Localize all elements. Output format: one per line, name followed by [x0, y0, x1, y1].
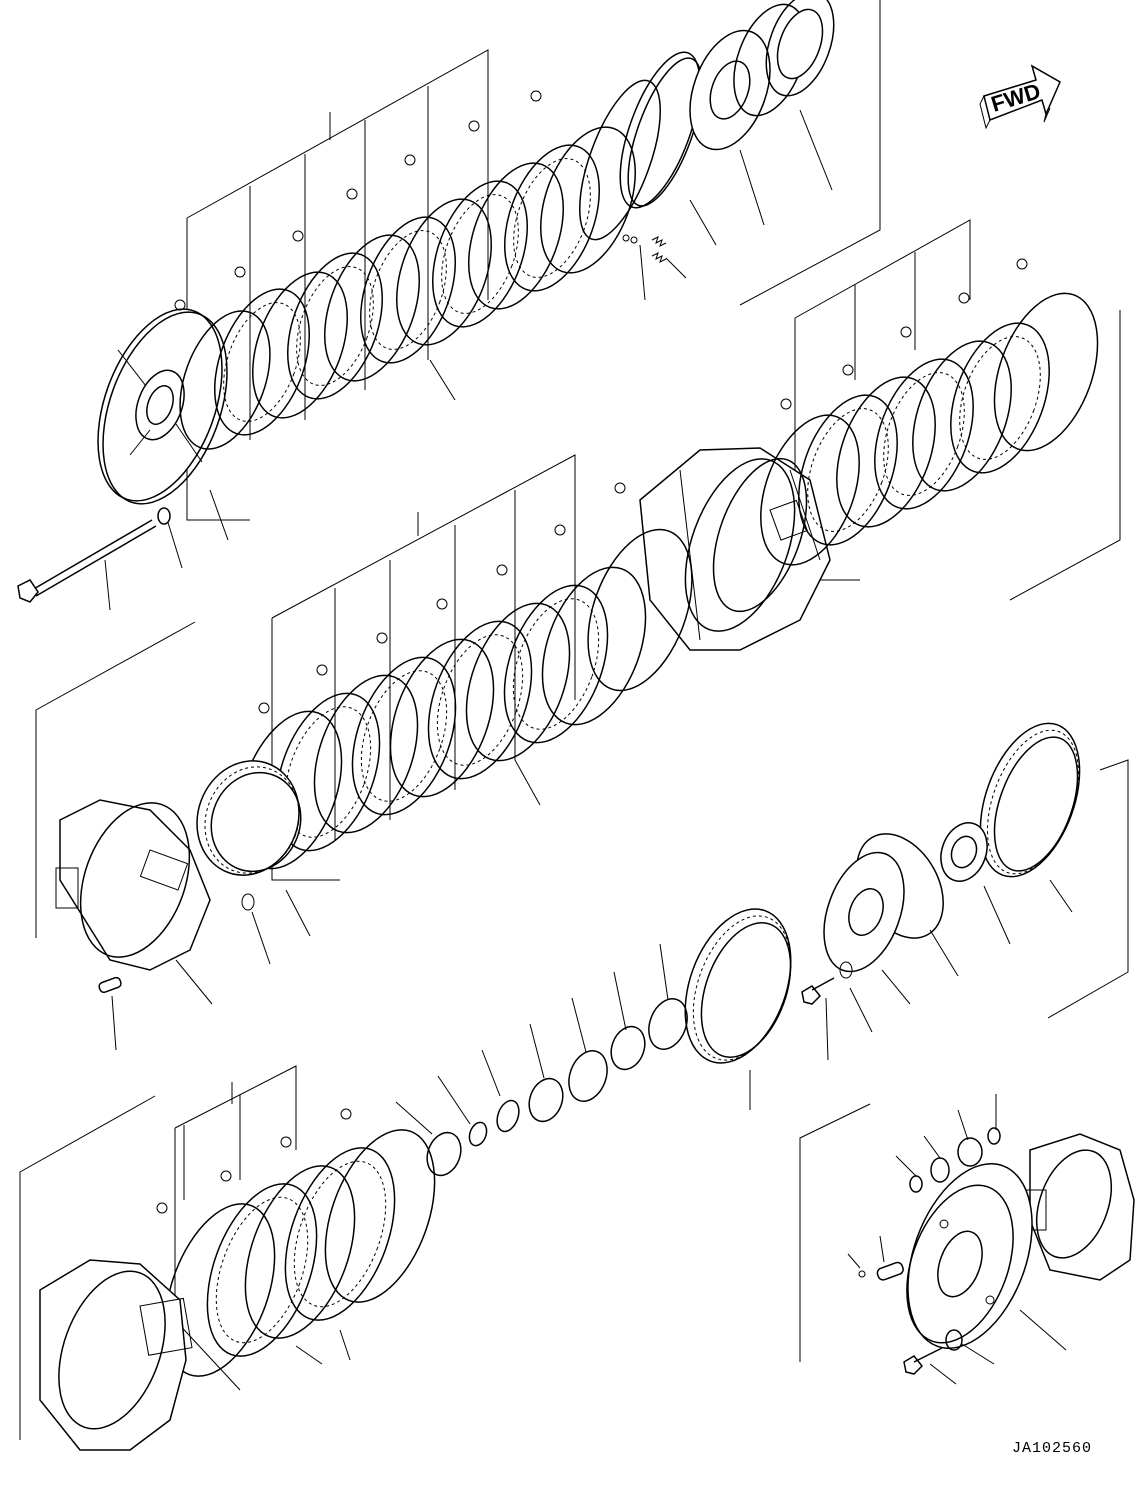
ring-gear-large	[196, 760, 302, 876]
leader-lines-6	[847, 1094, 1067, 1385]
small-nut	[241, 893, 255, 911]
clutch-housing-plate	[97, 308, 228, 505]
fwd-arrow-marker: FWD	[979, 64, 1061, 130]
long-bolt	[17, 507, 171, 603]
carrier-plate	[823, 851, 905, 973]
planetary-gear-group	[395, 722, 1129, 1177]
inset-carrier-plate	[906, 1163, 1033, 1349]
leader-lines-5	[295, 1329, 351, 1365]
seal-rings-top	[578, 0, 835, 241]
inset-detail-group	[799, 1094, 1135, 1385]
leader-lines-3	[111, 889, 311, 1051]
ring-gear-center	[684, 908, 792, 1064]
return-springs	[622, 234, 667, 263]
drawing-code: JA102560	[1012, 1440, 1093, 1457]
dowel-pin	[98, 976, 122, 994]
bearing-right	[940, 822, 988, 882]
snap-rings-3	[258, 524, 566, 714]
needle-bearings	[426, 998, 688, 1177]
inset-small-parts	[858, 1127, 1001, 1375]
clutch-pack-group-1	[17, 0, 881, 611]
snap-rings-5	[156, 1108, 352, 1214]
bolt-and-washer	[801, 961, 853, 1005]
clutch-pack-group-5	[19, 1065, 436, 1451]
clutch-pack-group-2	[614, 219, 1121, 651]
clutch-disc-stack-5	[164, 1129, 436, 1377]
snap-rings-2	[614, 258, 1028, 494]
brake-housing	[55, 799, 211, 971]
clutch-pack-group-3	[35, 454, 693, 1051]
leader-lines-1	[104, 109, 833, 611]
clutch-disc-stack-1	[179, 126, 637, 450]
fwd-label: FWD	[988, 78, 1043, 117]
rear-housing-cover	[39, 1259, 193, 1451]
leader-lines-4	[395, 879, 1073, 1135]
snap-rings-1	[174, 90, 542, 311]
ring-gear-right	[979, 722, 1081, 878]
transmission-carrier-housing	[639, 447, 831, 651]
inset-housing	[1015, 1133, 1135, 1281]
clutch-disc-stack-2	[760, 292, 1099, 566]
